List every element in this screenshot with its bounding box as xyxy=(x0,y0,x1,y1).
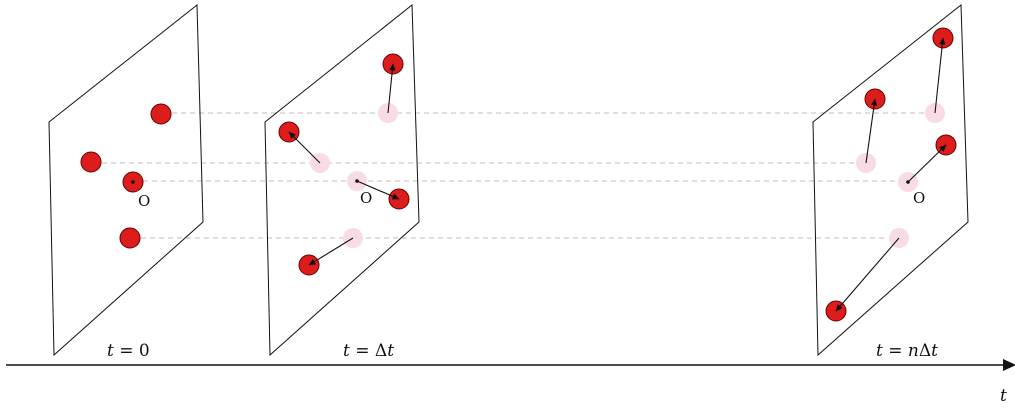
origin-label: O xyxy=(913,189,925,207)
displacement-arrow xyxy=(356,180,400,200)
displacement-arrow xyxy=(835,237,900,312)
origin-label: O xyxy=(360,189,372,207)
particle xyxy=(150,103,172,125)
particle xyxy=(119,227,141,249)
guide-lines xyxy=(102,112,925,239)
displacement-arrow xyxy=(288,131,321,164)
origin-dot xyxy=(355,179,359,183)
displacement-arrow xyxy=(387,63,396,114)
frame-0: Ot = 0 xyxy=(80,103,172,361)
time-label: t = 0 xyxy=(107,341,150,361)
displacement-arrow xyxy=(934,37,946,114)
planes xyxy=(48,3,969,357)
plane-frame-n xyxy=(812,3,969,357)
plane-frame-1 xyxy=(264,3,420,357)
origin-dot xyxy=(906,180,910,184)
origin-label: O xyxy=(138,192,150,210)
displacement-arrow xyxy=(308,237,354,266)
plane-frame-0 xyxy=(48,3,204,357)
time-label: t = Δt xyxy=(343,341,394,361)
time-label: t = nΔt xyxy=(876,341,938,361)
frame-1: Ot = Δt xyxy=(278,53,410,361)
displacement-arrow xyxy=(907,144,947,183)
frame-2: Ot = nΔt xyxy=(825,27,957,361)
axis-label: t xyxy=(1000,386,1007,406)
particle xyxy=(80,151,102,173)
displacement-arrow xyxy=(865,98,878,164)
origin-dot xyxy=(131,180,135,184)
